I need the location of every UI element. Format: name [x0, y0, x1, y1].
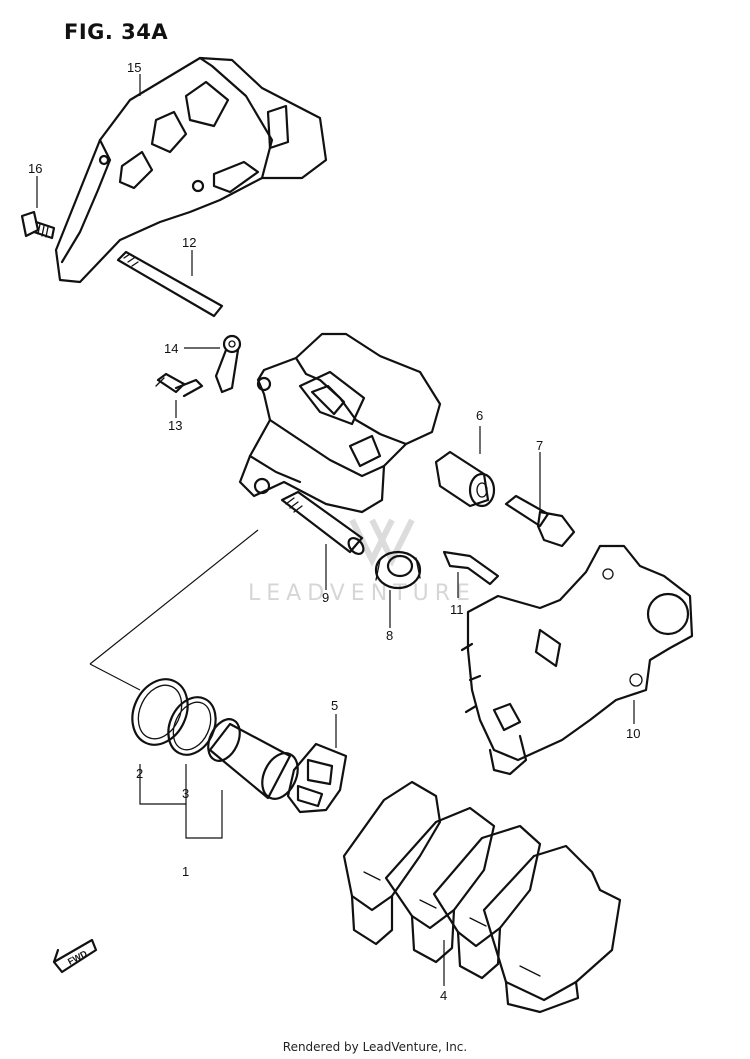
part-label-2: 2 [136, 766, 143, 781]
part-label-11: 11 [450, 602, 464, 617]
leader-lines [36, 74, 635, 986]
part-5-shim [286, 742, 348, 814]
part-label-7: 7 [536, 438, 543, 453]
part-label-1: 1 [182, 864, 189, 879]
part-6-bushing [434, 450, 496, 508]
part-3-dust-seal [167, 696, 217, 756]
fwd-arrow-icon: FWD [52, 938, 98, 974]
part-labels: 15 16 12 14 13 6 7 9 11 8 5 10 2 3 1 4 [28, 60, 640, 1003]
part-15-caliper-guard [54, 56, 328, 284]
part-16-screw [20, 210, 56, 240]
part-12-pin [116, 250, 224, 318]
part-1-piston [207, 718, 299, 800]
fwd-label: FWD [66, 948, 89, 967]
watermark: LEADVENTURE [248, 518, 476, 606]
part-label-10: 10 [626, 726, 640, 741]
part-14-cap [214, 334, 242, 394]
figure-title: FIG. 34A [64, 20, 169, 44]
part-label-12: 12 [182, 235, 196, 250]
watermark-text: LEADVENTURE [248, 581, 476, 606]
part-label-5: 5 [331, 698, 338, 713]
part-label-8: 8 [386, 628, 393, 643]
part-label-4: 4 [440, 988, 447, 1003]
part-11-pad-spring [442, 550, 500, 586]
part-2-piston-seal [131, 678, 189, 746]
part-4-brake-pads [342, 780, 622, 1014]
part-8-boot [374, 550, 422, 590]
part-label-6: 6 [476, 408, 483, 423]
part-label-9: 9 [322, 590, 329, 605]
part-label-16: 16 [28, 161, 42, 176]
caliper-body [238, 332, 442, 514]
part-7-bolt [504, 494, 576, 548]
watermark-logo [349, 518, 415, 567]
part-label-3: 3 [182, 786, 189, 801]
part-13-bleeder [155, 372, 204, 398]
part-label-15: 15 [127, 60, 141, 75]
part-10-bracket [460, 544, 694, 776]
part-label-14: 14 [164, 341, 178, 356]
part-label-13: 13 [168, 418, 182, 433]
part-9-slide-pin [280, 490, 365, 555]
footer-credit: Rendered by LeadVenture, Inc. [282, 1040, 468, 1054]
